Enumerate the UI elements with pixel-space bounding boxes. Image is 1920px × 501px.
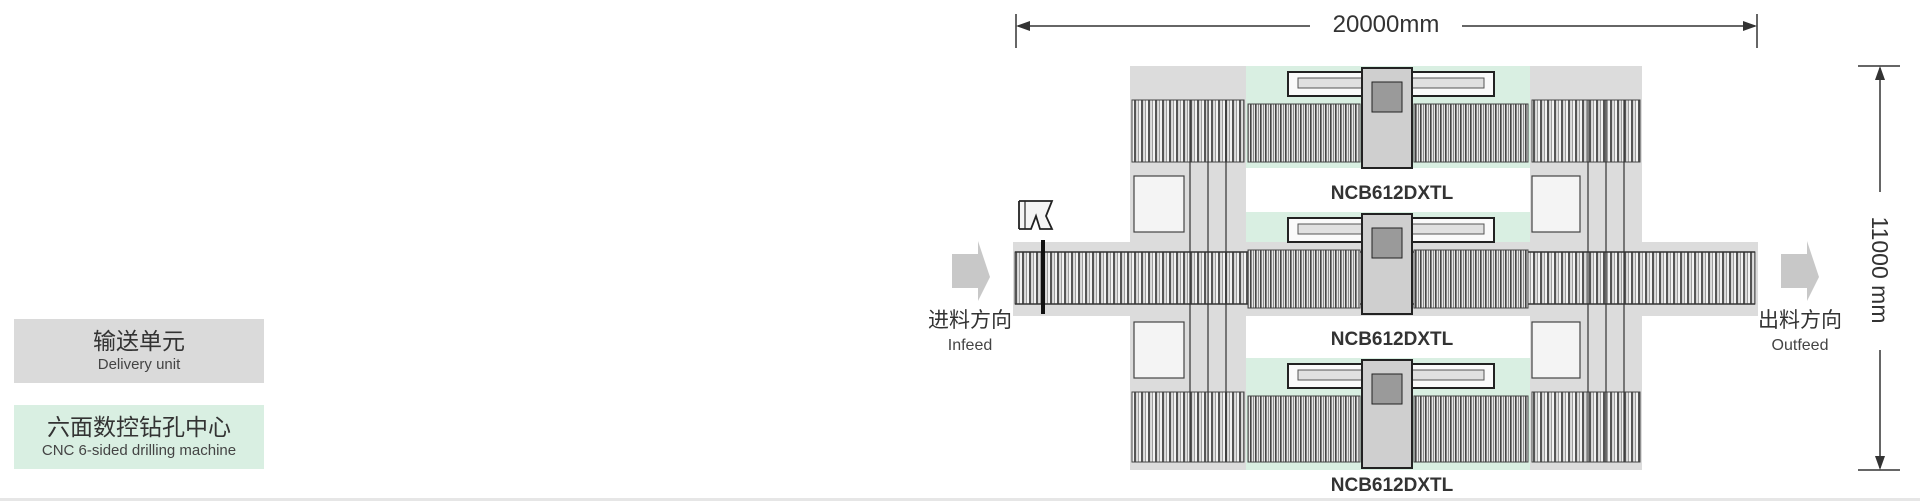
legend-delivery-en: Delivery unit: [97, 356, 181, 373]
footer-divider: [0, 498, 1920, 501]
cnc-2-table-right: [1413, 249, 1529, 309]
legend-cnc-en: CNC 6-sided drilling machine: [41, 442, 237, 459]
infeed-arrow-icon: [952, 241, 990, 301]
width-dimension: 20000mm: [1015, 11, 1758, 48]
cnc-machine-1: NCB612DXTL: [1247, 67, 1529, 204]
left-delivery-conveyor-bottom: [1131, 391, 1245, 463]
cnc-1-table-right: [1413, 103, 1529, 163]
right-delivery-conveyor-top: [1531, 99, 1641, 163]
height-dimension: 11000 mm: [1858, 65, 1900, 471]
infeed-label-zh: 进料方向: [928, 308, 1012, 332]
height-dim-label: 11000 mm: [1867, 217, 1893, 324]
height-dim-arrow-bottom: [1875, 456, 1885, 470]
outfeed-label-zh: 出料方向: [1758, 308, 1842, 332]
outfeed-label-en: Outfeed: [1772, 337, 1829, 354]
cnc-machine-3: NCB612DXTL: [1247, 359, 1529, 496]
cnc-3-table-left: [1247, 395, 1361, 463]
cnc-3-table-right: [1413, 395, 1529, 463]
width-dim-arrow-left: [1016, 21, 1030, 31]
right-transfer-frame-top: [1531, 175, 1581, 233]
width-dim-label: 20000mm: [1333, 11, 1440, 38]
cnc-1-table-left: [1247, 103, 1361, 163]
cnc-2-table-left: [1247, 249, 1361, 309]
cnc-2-drill-unit: [1371, 227, 1403, 259]
right-delivery-conveyor-bottom: [1531, 391, 1641, 463]
right-transfer-frame-bottom: [1531, 321, 1581, 379]
loader-icon: [1018, 200, 1054, 230]
cnc-machine-2: NCB612DXTL: [1247, 213, 1529, 350]
loader-icon-outline: [1018, 200, 1054, 230]
legend-cnc-machine: 六面数控钻孔中心 CNC 6-sided drilling machine: [14, 405, 264, 469]
cnc-3-drill-unit: [1371, 373, 1403, 405]
legend-delivery-zh: 输送单元: [93, 329, 185, 355]
left-delivery-conveyor-top: [1131, 99, 1245, 163]
cnc-2-label: NCB612DXTL: [1331, 329, 1454, 350]
legend-delivery-unit: 输送单元 Delivery unit: [14, 319, 264, 383]
cnc-1-drill-unit: [1371, 81, 1403, 113]
infeed-label-en: Infeed: [948, 337, 992, 354]
outfeed-arrow-icon: [1781, 241, 1819, 301]
cnc-1-label: NCB612DXTL: [1331, 183, 1454, 204]
left-transfer-frame-top: [1133, 175, 1185, 233]
height-dim-arrow-top: [1875, 66, 1885, 80]
left-delivery-unit: [1131, 99, 1245, 463]
right-delivery-unit: [1531, 99, 1641, 463]
legend-cnc-zh: 六面数控钻孔中心: [47, 415, 231, 441]
left-transfer-frame-bottom: [1133, 321, 1185, 379]
cnc-3-label: NCB612DXTL: [1331, 475, 1454, 496]
width-dim-arrow-right: [1743, 21, 1757, 31]
